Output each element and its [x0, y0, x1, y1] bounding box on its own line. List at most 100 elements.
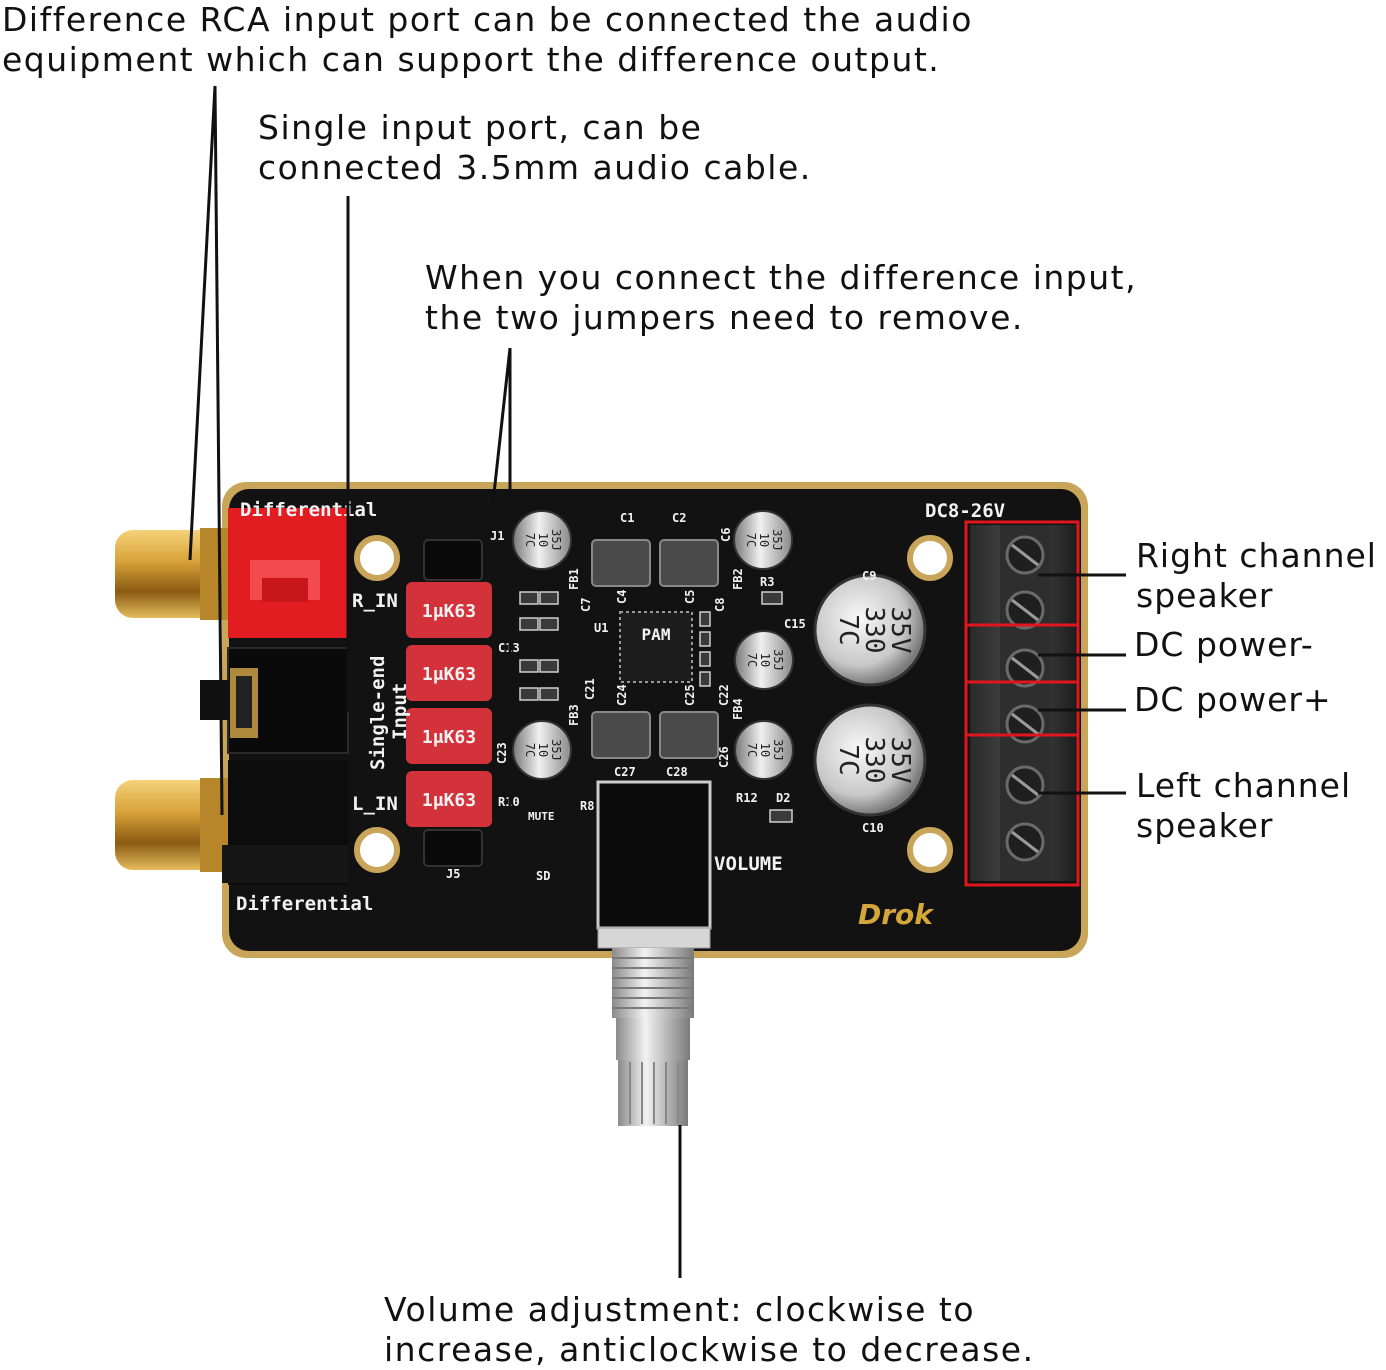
cap-label-e3: 35J [771, 739, 785, 761]
cap-label-c1: 7C [745, 653, 759, 667]
silk-r3: R3 [760, 575, 774, 589]
large-cap-label-top-1: 7C [833, 614, 863, 645]
silk-r-in: R_IN [352, 590, 398, 612]
callout-jumpers: When you connect the difference input, t… [425, 258, 1137, 338]
smd-components [519, 591, 793, 823]
callout-dc-minus-text: DC power- [1134, 625, 1314, 664]
silk-single-end: Single-end [367, 656, 389, 770]
silk-c24: C24 [615, 684, 629, 706]
callout-rca-line2: equipment which can support the differen… [2, 40, 941, 79]
silk-mute: MUTE [528, 810, 555, 823]
rca-connector-right[interactable] [115, 508, 348, 638]
cap-label-b1: 7C [744, 533, 758, 547]
inductors [591, 539, 719, 759]
cap-label-a1: 7C [523, 533, 537, 547]
terminal-highlight-box [964, 520, 1080, 887]
callout-jumpers-line2: the two jumpers need to remove. [425, 298, 1024, 337]
large-cap-label-bot-2: 330 [859, 737, 889, 784]
silk-fb4: FB4 [731, 698, 745, 720]
silk-j5: J5 [446, 867, 460, 881]
silk-c28: C28 [666, 765, 688, 779]
cap-label-c2: 10 [758, 653, 772, 667]
large-cap-label-bot-1: 7C [833, 744, 863, 775]
silk-c10: C10 [862, 821, 884, 835]
film-cap-label-2: 1μK63 [422, 664, 476, 685]
small-electrolytic-capacitors [512, 510, 794, 780]
callout-rca-line1: Difference RCA input port can be connect… [2, 0, 973, 39]
callout-single-input: Single input port, can be connected 3.5m… [258, 108, 812, 188]
silk-u1: U1 [594, 621, 608, 635]
silk-c27: C27 [614, 765, 636, 779]
callout-volume-line2: increase, anticlockwise to decrease. [384, 1330, 1035, 1369]
leader-rca-to-left [213, 85, 224, 816]
cap-label-a2: 10 [536, 533, 550, 547]
silk-c6: C6 [719, 528, 733, 542]
jumper-j5[interactable] [423, 829, 483, 867]
volume-potentiometer[interactable] [596, 780, 712, 1126]
silk-c5: C5 [683, 590, 697, 604]
silk-fb2: FB2 [731, 568, 745, 590]
silk-d2: D2 [776, 791, 790, 805]
cap-label-a3: 35J [549, 529, 563, 551]
cap-label-d1: 7C [523, 743, 537, 757]
cap-label-d2: 10 [536, 743, 550, 757]
large-cap-label-bot-3: 35V [885, 737, 915, 784]
cap-label-b3: 35J [770, 529, 784, 551]
callout-dc-minus: DC power- [1134, 625, 1314, 665]
callout-jumpers-line1: When you connect the difference input, [425, 258, 1138, 297]
film-cap-label-3: 1μK63 [422, 727, 476, 748]
large-electrolytic-capacitors: 7C 330 35V 7C 330 35V [813, 573, 927, 817]
cap-label-b2: 10 [757, 533, 771, 547]
cap-label-d3: 35J [549, 739, 563, 761]
silk-dc-rating: DC8-26V [925, 500, 1005, 522]
brand-logo: Drok [858, 898, 935, 931]
callout-right-speaker-line2: speaker [1136, 576, 1274, 615]
callout-left-speaker-line1: Left channel [1136, 766, 1352, 805]
callout-right-speaker: Right channel speaker [1136, 536, 1377, 616]
silk-c25: C25 [683, 684, 697, 706]
silk-r12: R12 [736, 791, 758, 805]
film-capacitors: 1μK63 1μK63 1μK63 1μK63 [406, 582, 492, 827]
silk-c9: C9 [862, 569, 876, 583]
callout-rca-input: Difference RCA input port can be connect… [2, 0, 973, 80]
callout-dc-plus-text: DC power+ [1134, 680, 1332, 719]
silk-c21: C21 [583, 678, 597, 700]
cap-label-e2: 10 [758, 743, 772, 757]
large-cap-label-top-3: 35V [885, 607, 915, 654]
screw-terminal-block[interactable] [970, 525, 1076, 881]
silk-c7: C7 [579, 598, 593, 612]
rca-connector-left[interactable] [115, 760, 348, 885]
silk-fb3: FB3 [567, 704, 581, 726]
silk-j1: J1 [490, 529, 504, 543]
callout-volume: Volume adjustment: clockwise to increase… [384, 1290, 1035, 1370]
large-cap-label-top-2: 330 [859, 607, 889, 654]
leader-rca-to-right [188, 85, 217, 561]
callout-left-speaker-line2: speaker [1136, 806, 1274, 845]
callout-single-line2: connected 3.5mm audio cable. [258, 148, 812, 187]
callout-right-speaker-line1: Right channel [1136, 536, 1377, 575]
small-cap-labels: 7C 10 35J 7C 10 35J 7C 10 35J 7C 10 35J … [523, 529, 785, 761]
silk-c23: C23 [495, 742, 509, 764]
silk-c22: C22 [717, 684, 731, 706]
callout-left-speaker: Left channel speaker [1136, 766, 1351, 846]
silk-fb1: FB1 [567, 568, 581, 590]
chip-label: PAM [642, 625, 671, 644]
silk-c26: C26 [717, 746, 731, 768]
audio-jack-3-5mm[interactable] [200, 647, 349, 754]
leader-jumper-j1 [486, 347, 512, 549]
amplifier-chip: PAM [619, 611, 693, 683]
callout-dc-plus: DC power+ [1134, 680, 1332, 720]
terminal-dividers [966, 623, 1078, 737]
film-cap-label-4: 1μK63 [422, 790, 476, 811]
leader-lines [188, 85, 1126, 1278]
silk-input: Input [389, 683, 411, 740]
silk-c4: C4 [615, 590, 629, 604]
silk-differential-bottom: Differential [236, 893, 373, 915]
silk-l-in: L_IN [352, 793, 398, 815]
silk-c8: C8 [713, 598, 727, 612]
jumper-j1[interactable] [423, 539, 483, 581]
mounting-holes [354, 535, 953, 873]
callout-volume-line1: Volume adjustment: clockwise to [384, 1290, 976, 1329]
